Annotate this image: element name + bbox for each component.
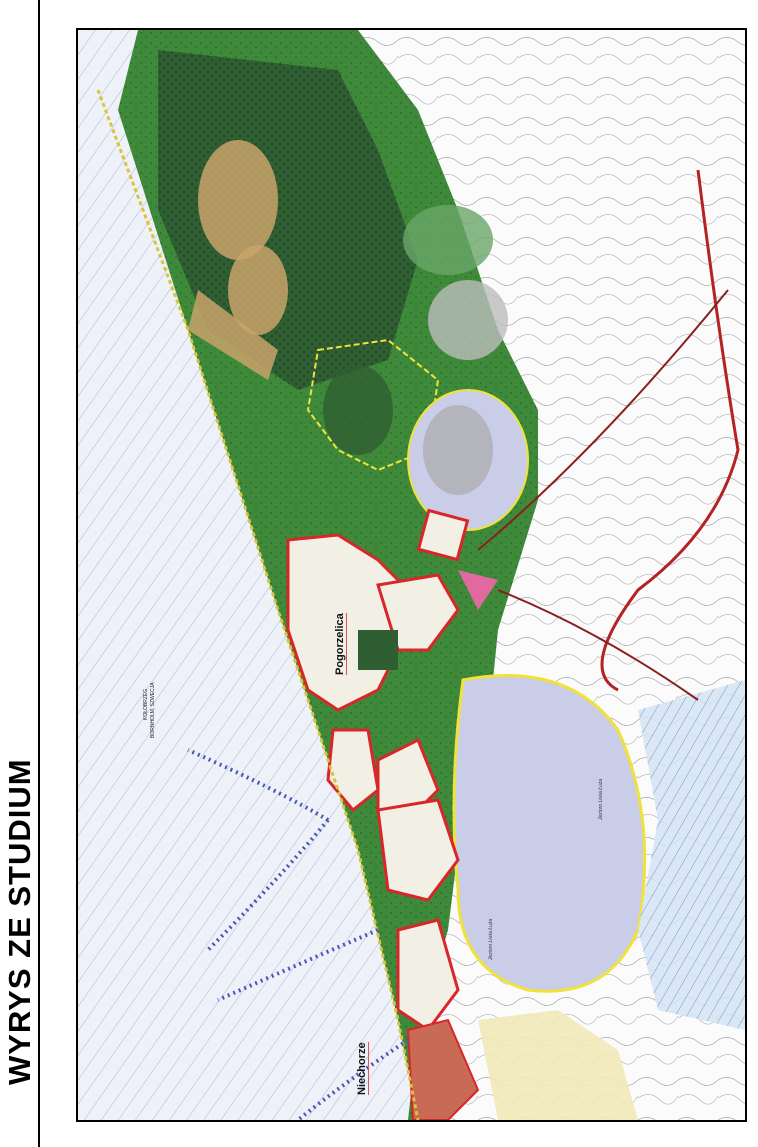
pink-marker bbox=[458, 570, 498, 610]
label-route-line1: KOŁOBRZEG bbox=[143, 688, 149, 720]
lake-marsh bbox=[423, 405, 493, 495]
dark-forest-patch bbox=[323, 365, 393, 455]
gray-area bbox=[428, 280, 508, 360]
dark-forest-north bbox=[158, 50, 418, 390]
sand-patch bbox=[188, 290, 278, 380]
coastline bbox=[96, 89, 420, 1120]
light-forest bbox=[403, 205, 493, 275]
left-border-line bbox=[38, 0, 40, 1147]
sand-patch bbox=[228, 245, 288, 335]
page-title: WYRYS ZE STUDIUM bbox=[2, 758, 37, 1085]
main-road bbox=[600, 169, 740, 692]
built-up-niechorze bbox=[326, 728, 480, 1120]
label-lake-1: Jezioro Liwia Łuża bbox=[598, 778, 604, 820]
wetland-area bbox=[638, 680, 745, 1030]
farmland bbox=[478, 1010, 638, 1120]
yellow-boundary bbox=[306, 338, 440, 472]
road bbox=[497, 589, 699, 701]
sand-patch bbox=[198, 140, 278, 260]
label-niechorze: Niechorze bbox=[356, 1042, 369, 1095]
label-pogorzelica: Pogorzelica bbox=[334, 613, 347, 675]
sea-area bbox=[78, 30, 418, 1120]
label-route-line2: BORNHOLM, SZWECJA bbox=[150, 682, 156, 738]
ferry-routes bbox=[187, 748, 410, 1120]
label-lake-2: Jezioro Liwia Łuża bbox=[488, 918, 494, 960]
road bbox=[477, 289, 729, 551]
map-extract: Pogorzelica Niechorze KOŁOBRZEG BORNHOLM… bbox=[76, 28, 747, 1122]
built-up-pogorzelica bbox=[286, 508, 470, 712]
map-canvas bbox=[78, 30, 745, 1120]
